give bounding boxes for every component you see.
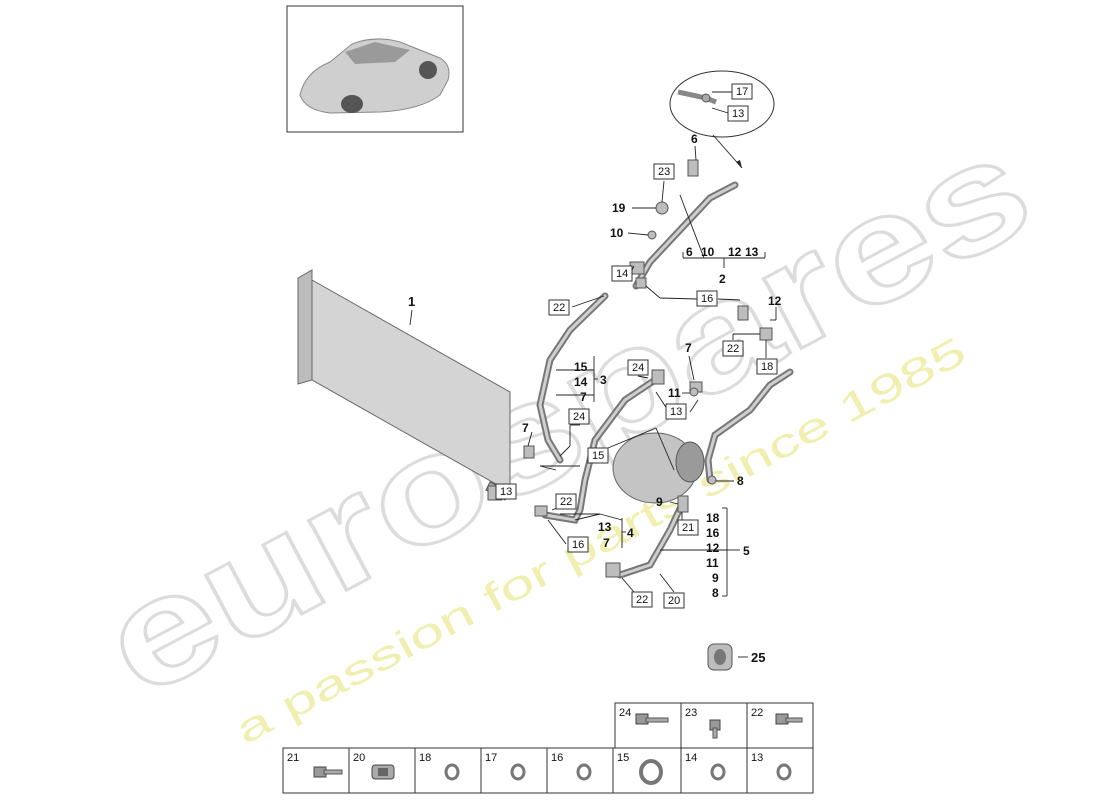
car-thumbnail — [286, 5, 464, 133]
callout-15-bracket3: 15 — [574, 360, 588, 374]
boxed-13-circle: 13 — [732, 108, 744, 120]
seal-ring-icon — [710, 763, 726, 781]
callout-11-bracket5: 11 — [706, 556, 719, 570]
boxed-13-condenser: 13 — [500, 486, 512, 498]
callout-16-bracket5: 16 — [706, 526, 720, 540]
boxed-24-right: 24 — [632, 362, 644, 374]
compressor — [612, 432, 705, 504]
boxed-23: 23 — [658, 166, 670, 178]
callout-11-right: 11 — [668, 386, 681, 400]
boxed-22-middle: 22 — [560, 496, 572, 508]
seal-ring-icon — [444, 763, 460, 781]
table-cell-13: 13 — [751, 752, 763, 764]
table-cell-23: 23 — [685, 707, 697, 719]
callout-14-bracket3: 14 — [574, 375, 588, 389]
table-cell-24: 24 — [619, 707, 631, 719]
boxed-22-upper: 22 — [553, 302, 565, 314]
callout-12-bracket5: 12 — [706, 541, 720, 555]
callout-18-bracket5: 18 — [706, 511, 720, 525]
table-cell-17: 17 — [485, 752, 497, 764]
parts-table: 24 23 22 21 20 18 17 16 15 14 13 — [282, 702, 814, 794]
callout-13-bracket: 13 — [745, 245, 759, 259]
seal-ring-icon — [639, 759, 663, 785]
table-cell-14: 14 — [685, 752, 697, 764]
callout-12-bracket: 12 — [728, 245, 742, 259]
callout-2: 2 — [719, 272, 726, 286]
bolt-icon — [313, 766, 343, 778]
callout-labels: 1 2 3 4 5 6 6 7 7 7 7 8 8 9 9 10 10 11 1… — [408, 132, 782, 665]
callout-7-left: 7 — [522, 421, 529, 435]
boxed-callouts: 17 13 13 13 23 14 16 16 22 22 22 22 18 2… — [495, 83, 778, 609]
callout-25: 25 — [751, 650, 765, 665]
boxed-17: 17 — [736, 86, 748, 98]
leader-lines — [409, 145, 777, 658]
callout-19: 19 — [612, 201, 626, 215]
callout-7-bracket4: 7 — [603, 536, 610, 550]
callout-7-bracket3: 7 — [580, 390, 587, 404]
callout-5: 5 — [743, 544, 750, 558]
callout-7-right: 7 — [685, 341, 692, 355]
watermark-brand: eurospares — [76, 101, 1055, 728]
clip-icon — [371, 764, 395, 780]
boxed-14: 14 — [616, 268, 628, 280]
table-cell-21: 21 — [287, 752, 299, 764]
table-cell-20: 20 — [353, 752, 365, 764]
boxed-21: 21 — [682, 522, 694, 534]
seal-ring-icon — [776, 763, 792, 781]
seal-ring-icon — [510, 763, 526, 781]
callout-8-right: 8 — [737, 474, 744, 488]
watermark: eurospares a passion for parts since 198… — [75, 100, 1057, 753]
callout-3: 3 — [600, 373, 607, 387]
callout-6-bracket: 6 — [686, 245, 693, 259]
boxed-13-compressor: 13 — [670, 406, 682, 418]
boxed-20: 20 — [668, 595, 680, 607]
boxed-16-lower: 16 — [572, 539, 584, 551]
callout-13-bracket4: 13 — [598, 520, 612, 534]
callout-12-right: 12 — [768, 294, 782, 308]
callout-8-bracket5: 8 — [712, 586, 719, 600]
callout-6-top: 6 — [691, 132, 698, 146]
callout-10-left: 10 — [610, 226, 624, 240]
boxed-16-upper: 16 — [701, 293, 713, 305]
table-cell-18: 18 — [419, 752, 431, 764]
table-cell-15: 15 — [617, 752, 629, 764]
callout-1: 1 — [408, 294, 415, 309]
boxed-22-right: 22 — [727, 343, 739, 355]
callout-10-bracket: 10 — [701, 245, 715, 259]
callout-4: 4 — [627, 526, 634, 540]
bolt-icon — [635, 713, 669, 725]
callout-9-bracket5: 9 — [712, 571, 719, 585]
boxed-24-left: 24 — [573, 411, 585, 423]
bolt-icon — [709, 719, 721, 739]
detail-callout-circle — [669, 70, 775, 169]
boxed-22-lower: 22 — [636, 594, 648, 606]
table-cell-16: 16 — [551, 752, 563, 764]
seal-ring-icon — [576, 763, 592, 781]
bolt-icon — [775, 713, 803, 725]
boxed-15: 15 — [592, 450, 604, 462]
callout-9-left: 9 — [656, 495, 663, 509]
table-cell-22: 22 — [751, 707, 763, 719]
boxed-18: 18 — [761, 361, 773, 373]
